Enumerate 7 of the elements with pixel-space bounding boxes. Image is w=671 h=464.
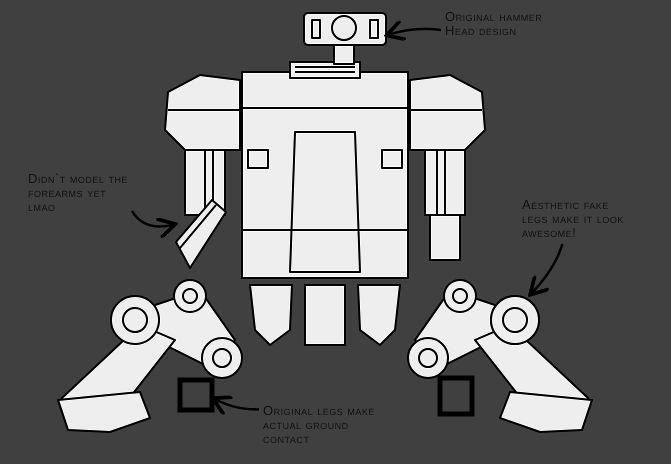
leg-joint-drawing (490, 295, 540, 345)
hammer-head-drawing (303, 12, 387, 65)
forearm-drawing (175, 199, 227, 269)
arrow (130, 210, 178, 240)
arrow (528, 244, 564, 297)
arrow (384, 18, 442, 42)
foot-block (178, 378, 214, 412)
